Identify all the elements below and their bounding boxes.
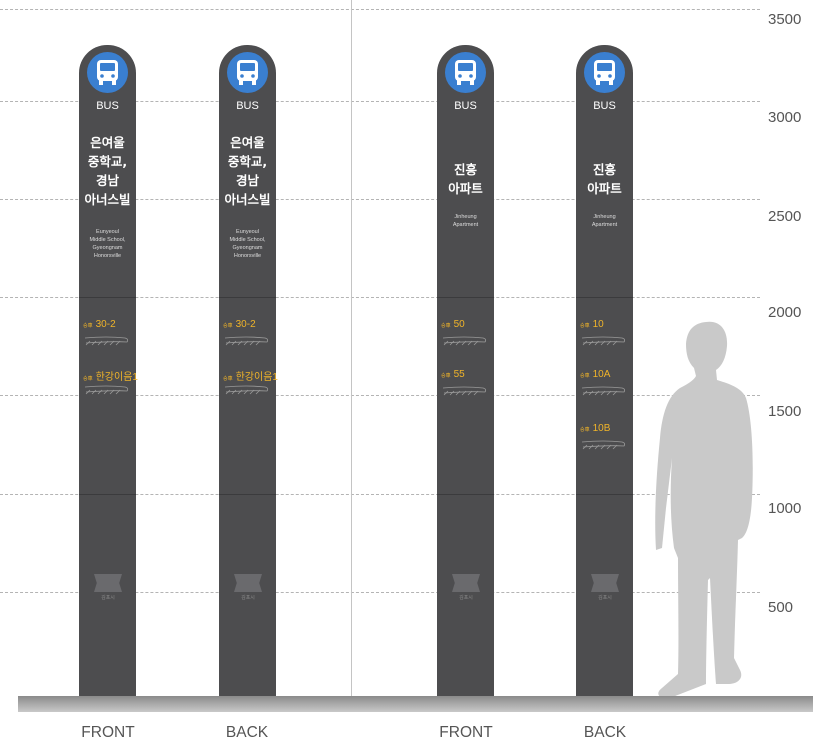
route-hatch-graphic — [581, 336, 626, 346]
panel-seam — [437, 494, 494, 495]
bus-label: BUS — [593, 100, 616, 112]
stop-name-korean: 진흥 아파트 — [587, 162, 622, 196]
scale-label-2000: 2000 — [768, 304, 802, 321]
scale-label-1500: 1500 — [768, 403, 802, 420]
logo-text: 김포시 — [598, 595, 612, 601]
city-logo-icon: 김포시 — [234, 574, 262, 604]
logo-text: 김포시 — [241, 595, 255, 601]
bus-label: BUS — [236, 100, 259, 112]
scale-label-3000: 3000 — [768, 109, 802, 126]
face-label-front: FRONT — [439, 724, 493, 741]
stop-name-english: Jinheung Apartment — [591, 214, 618, 228]
route-hatch-graphic — [84, 336, 129, 346]
route-hatch-graphic — [442, 336, 487, 346]
stop-name-english: Jinheung Apartment — [452, 214, 479, 228]
route-hatch-graphic — [224, 385, 269, 395]
ground — [18, 696, 813, 712]
bus-stop-pole-1: BUS 은여울 중학교, 경남 아너스빌 Eunyeoul Middle Sch… — [79, 45, 138, 699]
logo-mark — [591, 574, 619, 592]
city-logo-icon: 김포시 — [452, 574, 480, 604]
route-hatch-graphic — [442, 386, 487, 396]
logo-mark — [94, 574, 122, 592]
logo-mark — [452, 574, 480, 592]
scale-label-2500: 2500 — [768, 208, 802, 225]
scale-label-500: 500 — [768, 599, 794, 616]
gridline-1500 — [0, 395, 760, 396]
city-logo-icon: 김포시 — [591, 574, 619, 604]
bus-icon — [87, 52, 128, 93]
scale-label-3500: 3500 — [768, 11, 802, 28]
panel-seam — [219, 297, 276, 298]
stop-name-korean: 은여울 중학교, 경남 아너스빌 — [224, 135, 271, 207]
bus-icon — [227, 52, 268, 93]
panel-seam — [576, 494, 633, 495]
panel-seam — [79, 494, 136, 495]
face-label-back: BACK — [225, 724, 269, 741]
stop-name-korean: 은여울 중학교, 경남 아너스빌 — [84, 135, 131, 207]
route-hatch-graphic — [84, 385, 129, 395]
panel-seam — [437, 297, 494, 298]
panel-seam — [219, 494, 276, 495]
scale-label-1000: 1000 — [768, 500, 802, 517]
bus-icon — [445, 52, 486, 93]
logo-text: 김포시 — [101, 595, 115, 601]
stop-name-english: Eunyeoul Middle School, Gyeongnam Honors… — [89, 229, 126, 259]
logo-text: 김포시 — [459, 595, 473, 601]
bus-label: BUS — [454, 100, 477, 112]
route-hatch-graphic — [581, 440, 626, 450]
logo-mark — [234, 574, 262, 592]
gridline-3000 — [0, 101, 760, 102]
person-silhouette — [655, 321, 753, 699]
gridline-2000 — [0, 297, 760, 298]
gridline-2500 — [0, 199, 760, 200]
gridline-500 — [0, 592, 760, 593]
center-divider — [351, 0, 352, 700]
city-logo-icon: 김포시 — [94, 574, 122, 604]
panel-seam — [79, 297, 136, 298]
bus-stop-pole-2: BUS 은여울 중학교, 경남 아너스빌 Eunyeoul Middle Sch… — [219, 45, 278, 699]
route-hatch-graphic — [581, 386, 626, 396]
stop-name-korean: 진흥 아파트 — [448, 162, 483, 196]
face-label-front: FRONT — [81, 724, 135, 741]
stop-name-english: Eunyeoul Middle School, Gyeongnam Honors… — [229, 229, 266, 259]
gridline-1000 — [0, 494, 760, 495]
route-hatch-graphic — [224, 336, 269, 346]
gridline-3500 — [0, 9, 760, 10]
panel-seam — [576, 297, 633, 298]
bus-icon — [584, 52, 625, 93]
face-label-back: BACK — [583, 724, 627, 741]
bus-label: BUS — [96, 100, 119, 112]
